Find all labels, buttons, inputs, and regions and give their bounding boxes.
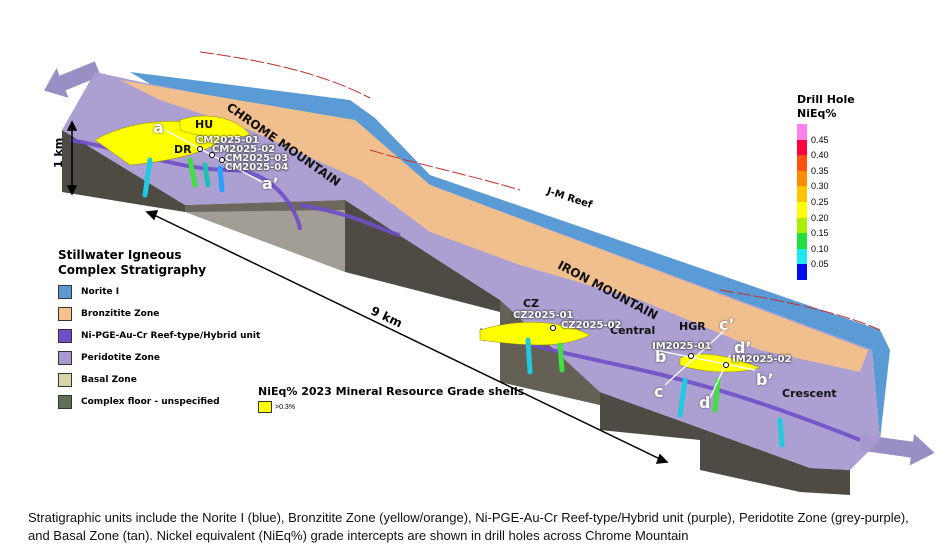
color-scale-tick: 0.05 — [811, 259, 829, 270]
color-scale-segment: 0.30 — [797, 170, 829, 191]
section-label-a: a — [153, 118, 164, 137]
color-scale-tick: 0.40 — [811, 150, 829, 161]
legend-swatch — [58, 373, 72, 387]
drill-hole-label: CM2025-01 — [196, 135, 260, 146]
section-label-c-prime: c’ — [719, 315, 735, 334]
fault-traces — [199, 51, 881, 331]
horizontal-scale-arrow — [145, 210, 669, 464]
section-label-d-prime: d’ — [734, 338, 752, 357]
legend-item: Norite I — [58, 281, 260, 303]
legend-title: Stillwater Igneous Complex Stratigraphy — [58, 248, 207, 277]
section-label-d: d — [699, 393, 711, 412]
area-label-hu: HU — [195, 118, 214, 131]
area-label-dr: DR — [174, 143, 192, 156]
drill-hole-label: IM2025-02 — [732, 354, 792, 365]
color-scale-tick: 0.15 — [811, 228, 829, 239]
area-label-cz: CZ — [523, 297, 540, 310]
grade-shell-title: NiEq% 2023 Mineral Resource Grade shells — [258, 385, 525, 398]
color-scale-tick: 0.25 — [811, 196, 829, 207]
color-scale-segment: 0.25 — [797, 186, 829, 207]
section-label-b-prime: b’ — [756, 370, 774, 389]
color-scale-tick: 0.45 — [811, 134, 829, 145]
color-scale-tick: 0.20 — [811, 212, 829, 223]
bronzitite-zone — [120, 80, 868, 372]
legend-swatch — [58, 329, 72, 343]
area-label-hgr: HGR — [679, 320, 706, 333]
area-label-crescent: Crescent — [782, 387, 837, 400]
color-scale-segment: 0.05 — [797, 248, 829, 269]
block-front-face-light — [185, 200, 345, 272]
color-scale-segment: 0.20 — [797, 201, 829, 223]
grade-shell-legend: NiEq% 2023 Mineral Resource Grade shells… — [258, 385, 524, 413]
drill-hole-collars — [197, 146, 729, 368]
color-scale-segment — [797, 264, 807, 280]
drill-hole-label: CZ2025-02 — [561, 320, 622, 331]
section-label-a-prime: a’ — [262, 174, 279, 193]
color-scale-segment: 0.35 — [797, 155, 829, 176]
legend-label: Peridotite Zone — [81, 353, 160, 363]
legend-item: Complex floor - unspecified — [58, 391, 260, 413]
stratigraphy-3d-block-model — [44, 51, 935, 495]
color-scale-tick: 0.30 — [811, 181, 829, 192]
legend-swatch — [58, 351, 72, 365]
color-scale-segment: 0.10 — [797, 233, 829, 254]
drill-hole-label: CM2025-02 — [212, 144, 276, 155]
area-label-central: Central — [610, 324, 656, 337]
figure-caption: Stratigraphic units include the Norite I… — [28, 510, 909, 543]
color-scale-segment: 0.45 — [797, 124, 829, 145]
legend-label: Ni-PGE-Au-Cr Reef-type/Hybrid unit — [81, 331, 261, 341]
legend-swatch — [58, 285, 72, 299]
direction-arrow-northwest — [44, 61, 101, 98]
drill-hole-label: IM2025-01 — [652, 341, 712, 352]
legend-item: Basal Zone — [58, 369, 260, 391]
color-scale-tick: 0.10 — [811, 243, 829, 254]
section-label-b: b — [655, 347, 667, 366]
peridotite-zone — [62, 72, 880, 470]
block-front-face — [62, 130, 850, 495]
grade-shell-swatch — [258, 401, 272, 413]
vertical-scale-label: 1 km — [52, 137, 65, 168]
legend-label: Bronzitite Zone — [81, 309, 160, 319]
legend-item: Ni-PGE-Au-Cr Reef-type/Hybrid unit — [58, 325, 260, 347]
legend-swatch — [58, 307, 72, 321]
legend-swatch — [58, 395, 72, 409]
drill-hole-label: CM2025-03 — [225, 153, 289, 164]
color-scale-tick: 0.35 — [811, 165, 829, 176]
legend-label: Basal Zone — [81, 375, 137, 385]
drill-hole-traces — [142, 157, 785, 448]
legend-label: Complex floor - unspecified — [81, 397, 220, 407]
legend-item: Bronzitite Zone — [58, 303, 260, 325]
color-scale-segment: 0.15 — [797, 217, 829, 238]
legend-label: Norite I — [81, 287, 120, 297]
drill-hole-label: CM2025-04 — [225, 162, 289, 173]
legend-item: Peridotite Zone — [58, 347, 260, 369]
stratigraphy-legend: Stillwater Igneous Complex Stratigraphy … — [58, 248, 260, 413]
vertical-scale-arrow — [66, 120, 78, 196]
color-scale-segment: 0.40 — [797, 139, 829, 160]
grade-shell-label: >0.3% — [275, 403, 296, 411]
drill-hole-label: CZ2025-01 — [513, 310, 574, 321]
section-label-c: c — [654, 382, 664, 401]
